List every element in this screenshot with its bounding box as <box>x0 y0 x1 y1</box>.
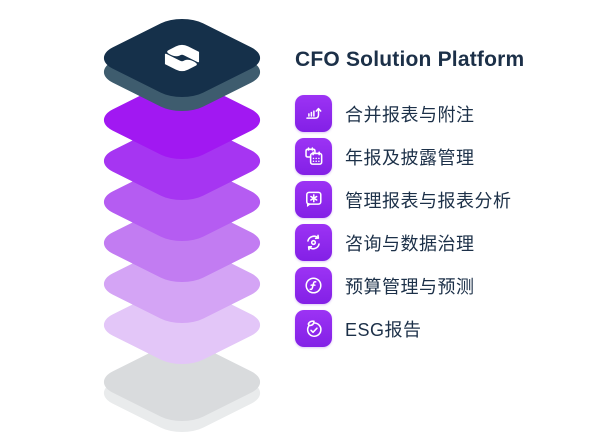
feature-label: 合并报表与附注 <box>345 104 475 125</box>
feature-row-budget: 预算管理与预测 <box>295 267 512 304</box>
logo-slab-face <box>91 12 273 104</box>
feature-row-esg: ESG报告 <box>295 310 512 347</box>
feature-label: 咨询与数据治理 <box>345 233 475 254</box>
platform-logo-icon <box>164 44 200 72</box>
feature-row-consulting: 咨询与数据治理 <box>295 224 512 261</box>
feature-row-annual-report: 年报及披露管理 <box>295 138 512 175</box>
feature-row-mgmt-reporting: 管理报表与报表分析 <box>295 181 512 218</box>
function-icon <box>295 267 332 304</box>
feature-label: 年报及披露管理 <box>345 147 475 168</box>
feature-list: 合并报表与附注 年报及披露管理 <box>295 95 512 347</box>
feature-row-consolidation: 合并报表与附注 <box>295 95 512 132</box>
calendar-icon <box>295 138 332 175</box>
layer-stack <box>91 12 273 439</box>
feature-label: 预算管理与预测 <box>345 276 475 297</box>
sync-icon <box>295 224 332 261</box>
leaf-check-icon <box>295 310 332 347</box>
growth-chart-icon <box>295 95 332 132</box>
comment-star-icon <box>295 181 332 218</box>
feature-label: ESG报告 <box>345 319 422 340</box>
page-title: CFO Solution Platform <box>295 48 525 71</box>
feature-label: 管理报表与报表分析 <box>345 190 512 211</box>
